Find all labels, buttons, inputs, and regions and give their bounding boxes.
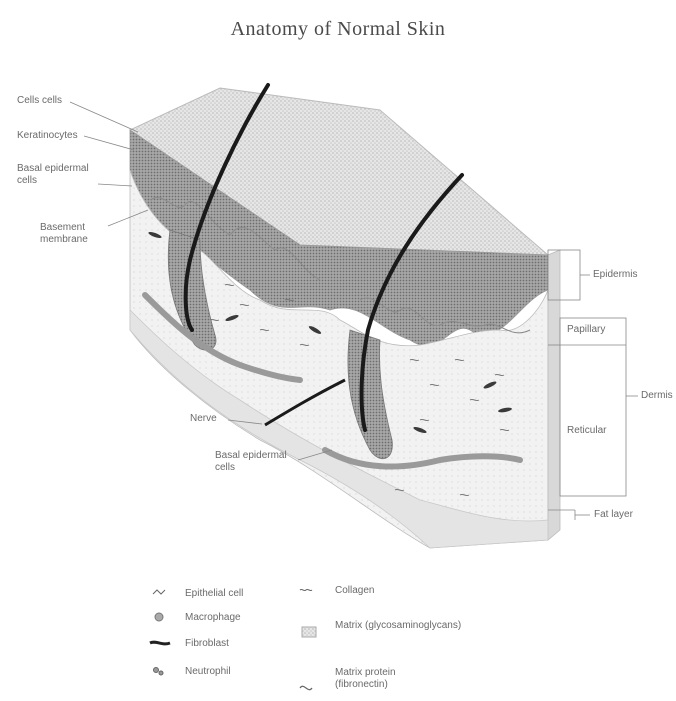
label-nerve: Nerve bbox=[190, 413, 217, 425]
macrophage-icon bbox=[155, 613, 163, 621]
label-dermis: Dermis bbox=[641, 390, 673, 402]
neutrophil-icon bbox=[154, 668, 164, 676]
label-basal-epidermal-cells-2: Basal epidermal cells bbox=[215, 450, 297, 474]
legend-fibroblast: Fibroblast bbox=[185, 638, 229, 650]
label-basement-membrane: Basement membrane bbox=[40, 222, 110, 246]
matrix-icon bbox=[302, 627, 316, 637]
legend-neutrophil: Neutrophil bbox=[185, 666, 231, 678]
fibroblast-icon bbox=[150, 642, 170, 644]
legend-matrix-protein: Matrix protein (fibronectin) bbox=[335, 667, 445, 691]
label-epidermis: Epidermis bbox=[593, 269, 637, 281]
label-papillary: Papillary bbox=[567, 324, 605, 336]
legend-matrix: Matrix (glycosaminoglycans) bbox=[335, 620, 470, 632]
label-reticular: Reticular bbox=[567, 425, 606, 437]
right-brackets bbox=[548, 250, 638, 520]
epithelial-cell-icon bbox=[153, 590, 165, 594]
legend-collagen: Collagen bbox=[335, 585, 374, 597]
legend-macrophage: Macrophage bbox=[185, 612, 241, 624]
legend-epithelial-cell: Epithelial cell bbox=[185, 588, 243, 600]
skin-right-face bbox=[548, 250, 560, 540]
legend-icons bbox=[150, 589, 316, 689]
collagen-icon bbox=[300, 589, 312, 590]
label-basal-epidermal-cells-1: Basal epidermal cells bbox=[17, 163, 102, 187]
label-cells: Cells cells bbox=[17, 95, 62, 107]
label-keratinocytes: Keratinocytes bbox=[17, 130, 78, 142]
label-fat-layer: Fat layer bbox=[594, 509, 633, 521]
matrix-protein-icon bbox=[300, 686, 312, 689]
